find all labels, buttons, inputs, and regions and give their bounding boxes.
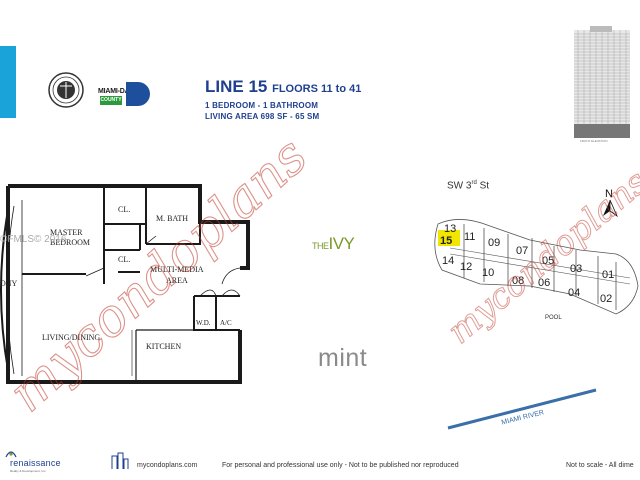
miami-river-marker: MIAMI RIVER: [447, 388, 597, 430]
multimedia-area-label: MULTI-MEDIA: [150, 265, 204, 274]
building-skyline-icon: [111, 452, 129, 469]
building-elevation-image: [574, 26, 630, 138]
closet-label-1: CL.: [118, 205, 131, 214]
ivy-logo-name: IVY: [328, 234, 355, 253]
street-suffix: St: [476, 180, 490, 192]
county-logo-subtext: COUNTY: [100, 96, 122, 105]
north-label: N: [605, 188, 613, 200]
floor-range: FLOORS 11 to 41: [272, 83, 362, 95]
county-logo-mark: [126, 82, 150, 106]
unit-number-04: 04: [568, 287, 580, 299]
the-ivy-logo: THEIVY: [312, 234, 355, 254]
unit-number-09: 09: [488, 237, 500, 249]
floor-plan-walls: [0, 184, 250, 384]
unit-number-15: 15: [440, 235, 452, 247]
living-dining-label: LIVING/DINING: [42, 333, 101, 342]
unit-title: LINE 15 FLOORS 11 to 41: [205, 77, 361, 97]
website-text: mycondoplans.com: [137, 462, 198, 469]
unit-number-02: 02: [600, 293, 612, 305]
disclaimer-text: For personal and professional use only -…: [222, 462, 459, 469]
city-seal-icon: [48, 72, 84, 108]
living-area-spec: LIVING AREA 698 SF - 65 SM: [205, 112, 320, 121]
master-bedroom-label-2: BEDROOM: [50, 238, 91, 247]
washer-dryer-label: W.D.: [196, 319, 211, 327]
building-key-plan: 13 11 09 07 05 03 01 15 14 12 10 08 06 04 02: [434, 219, 639, 315]
balcony-label: ONY: [0, 279, 18, 288]
unit-number-11: 11: [464, 231, 475, 243]
unit-number-03: 03: [570, 263, 582, 275]
street-label: SW 3rd St: [447, 180, 489, 191]
unit-number-08: 08: [512, 275, 524, 287]
developer-subtitle: Realty & Development, Inc.: [10, 469, 47, 473]
kitchen-label: KITCHEN: [146, 342, 182, 351]
line-number: LINE 15: [205, 77, 268, 96]
multimedia-area-label-2: AREA: [166, 276, 188, 285]
unit-number-07: 07: [516, 245, 528, 257]
highlighted-unit-fill: [438, 230, 460, 246]
building-caption: FRONT ELEVATION: [580, 139, 608, 143]
unit-number-01: 01: [602, 269, 614, 281]
street-name: SW 3: [447, 180, 472, 192]
unit-number-10: 10: [482, 267, 494, 279]
brand-logo-strip: [0, 46, 16, 118]
unit-number-13: 13: [444, 223, 456, 235]
unit-number-12: 12: [460, 261, 472, 273]
closet-label-2: CL.: [118, 255, 131, 264]
county-logo-text: MIAMI-DADE: [98, 88, 139, 95]
pool-label: POOL: [545, 315, 562, 321]
unit-number-06: 06: [538, 277, 550, 289]
mls-copyright: ©FMLS© 2016: [0, 234, 67, 245]
renaissance-logo-icon: [5, 451, 17, 458]
mint-logo: mint: [318, 344, 368, 372]
ivy-logo-prefix: THE: [312, 241, 329, 251]
unit-number-14: 14: [442, 255, 454, 267]
master-bedroom-label: MASTER: [50, 228, 83, 237]
ac-label: A/C: [220, 319, 232, 327]
developer-name: renaissance: [10, 458, 61, 468]
street-ordinal: rd: [471, 180, 477, 186]
north-arrow-icon: N: [603, 188, 618, 218]
bed-bath-spec: 1 BEDROOM - 1 BATHROOM: [205, 101, 319, 110]
unit-number-05: 05: [542, 255, 554, 267]
master-bath-label: M. BATH: [156, 214, 189, 223]
scale-note: Not to scale - All dime: [566, 462, 634, 469]
miami-dade-logo: MIAMI-DADE COUNTY: [98, 82, 154, 108]
floor-plan-drawing: CL. CL. MASTER BEDROOM M. BATH MULTI-MED…: [0, 180, 250, 390]
